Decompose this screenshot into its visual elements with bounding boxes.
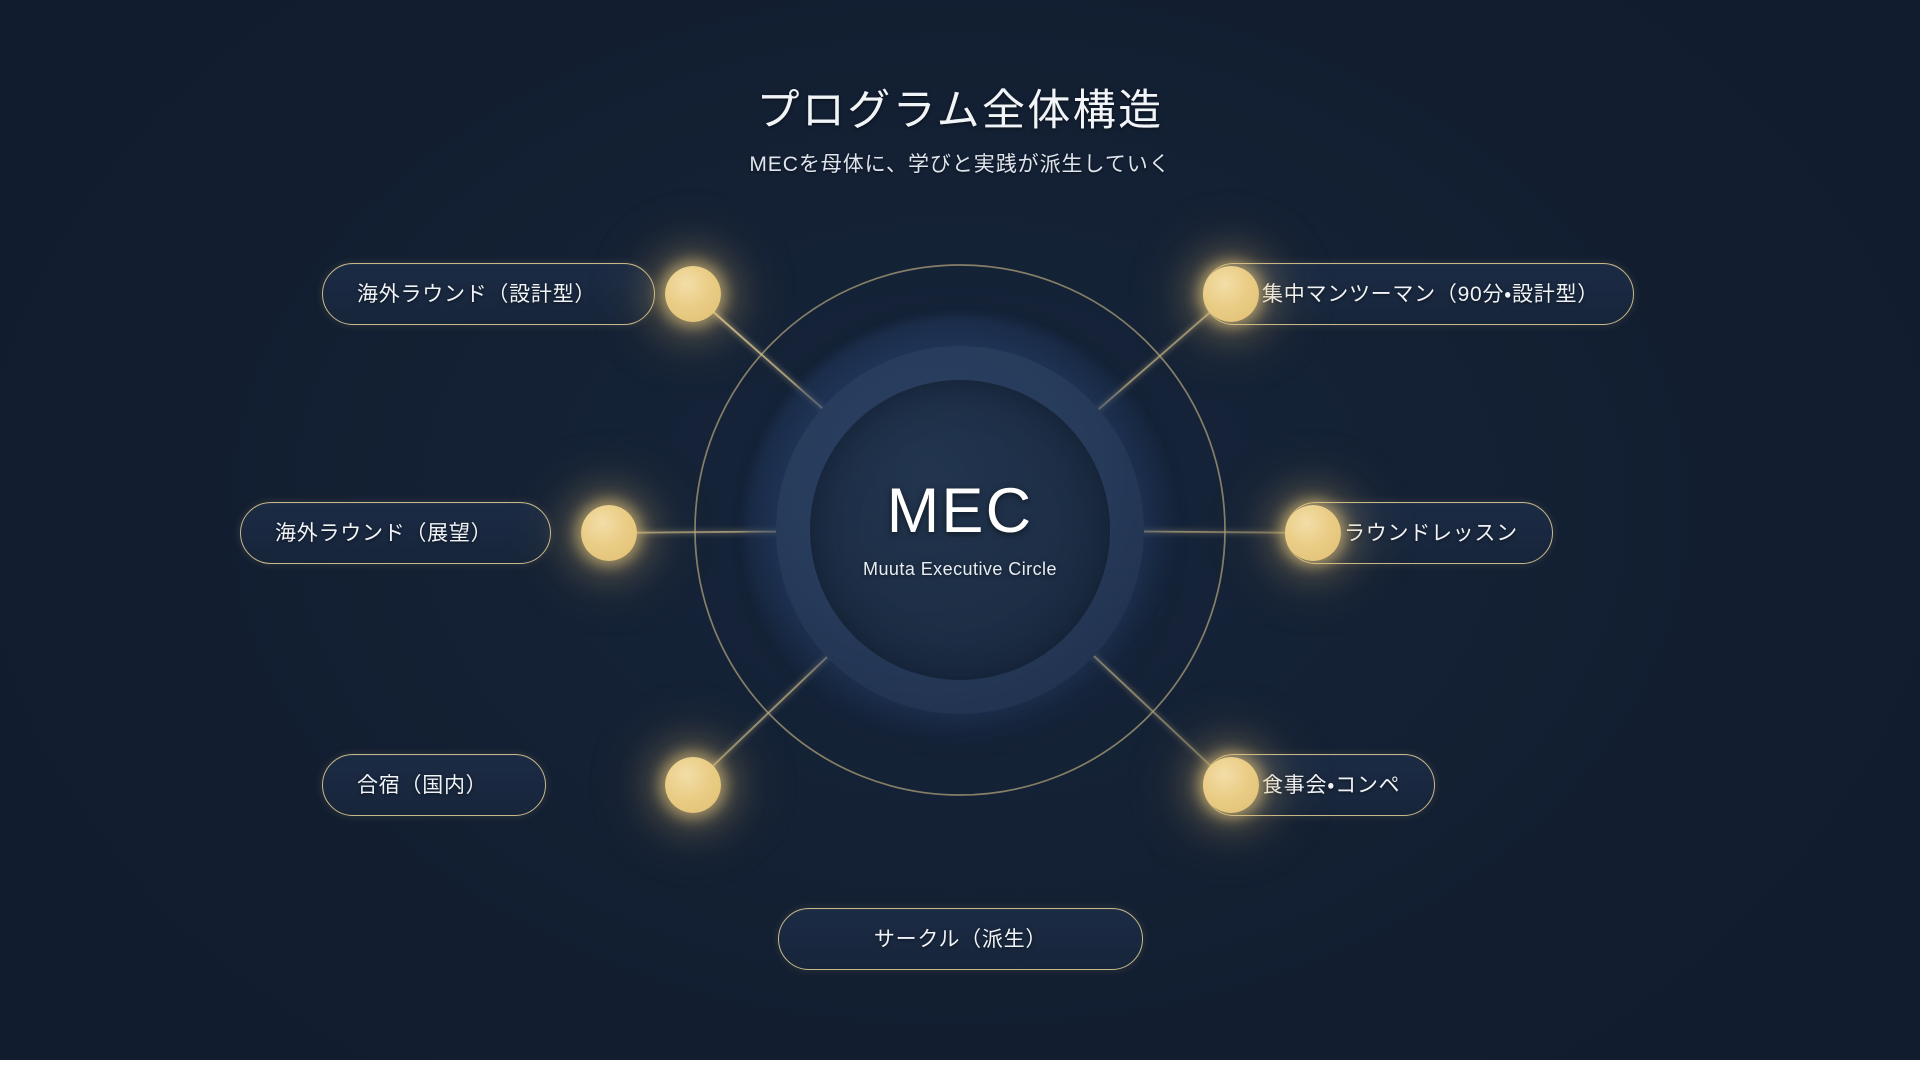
header: プログラム全体構造 MECを母体に、学びと実践が派生していく: [0, 84, 1920, 178]
core-subtitle: Muuta Executive Circle: [863, 559, 1057, 579]
node-label: 海外ラウンド（設計型）: [357, 282, 597, 306]
node-dot-round-lesson[interactable]: [1285, 505, 1341, 561]
node-label: ラウンドレッスン: [1344, 521, 1518, 545]
node-overseas-round-outlook[interactable]: 海外ラウンド（展望）: [240, 502, 552, 564]
bottom-white-strip: [0, 1060, 1920, 1080]
core-node-mec[interactable]: MEC Muuta Executive Circle: [810, 380, 1110, 680]
node-circle-derivative[interactable]: サークル（派生）: [778, 908, 1143, 970]
node-label: 海外ラウンド（展望）: [275, 521, 493, 545]
node-label: 合宿（国内）: [357, 773, 488, 797]
node-label: サークル（派生）: [873, 927, 1048, 951]
node-dot-overseas-round-outlook[interactable]: [581, 505, 637, 561]
page-title: プログラム全体構造: [756, 87, 1164, 135]
node-dot-camp-domestic[interactable]: [665, 757, 721, 813]
node-label: 集中マンツーマン（90分・設計型）: [1262, 282, 1599, 306]
node-overseas-round-design[interactable]: 海外ラウンド（設計型）: [322, 263, 656, 325]
page-subtitle: MECを母体に、学びと実践が派生していく: [749, 153, 1171, 177]
node-dot-intensive-one-on-one[interactable]: [1203, 266, 1259, 322]
node-dot-dinner-competition[interactable]: [1203, 757, 1259, 813]
core-title: MEC: [886, 476, 1034, 546]
node-intensive-one-on-one[interactable]: 集中マンツーマン（90分・設計型）: [1203, 263, 1634, 325]
node-dot-overseas-round-design[interactable]: [665, 266, 721, 322]
node-label: 食事会・コンペ: [1262, 773, 1401, 797]
node-camp-domestic[interactable]: 合宿（国内）: [322, 754, 547, 816]
node-dinner-competition[interactable]: 食事会・コンペ: [1203, 754, 1436, 816]
